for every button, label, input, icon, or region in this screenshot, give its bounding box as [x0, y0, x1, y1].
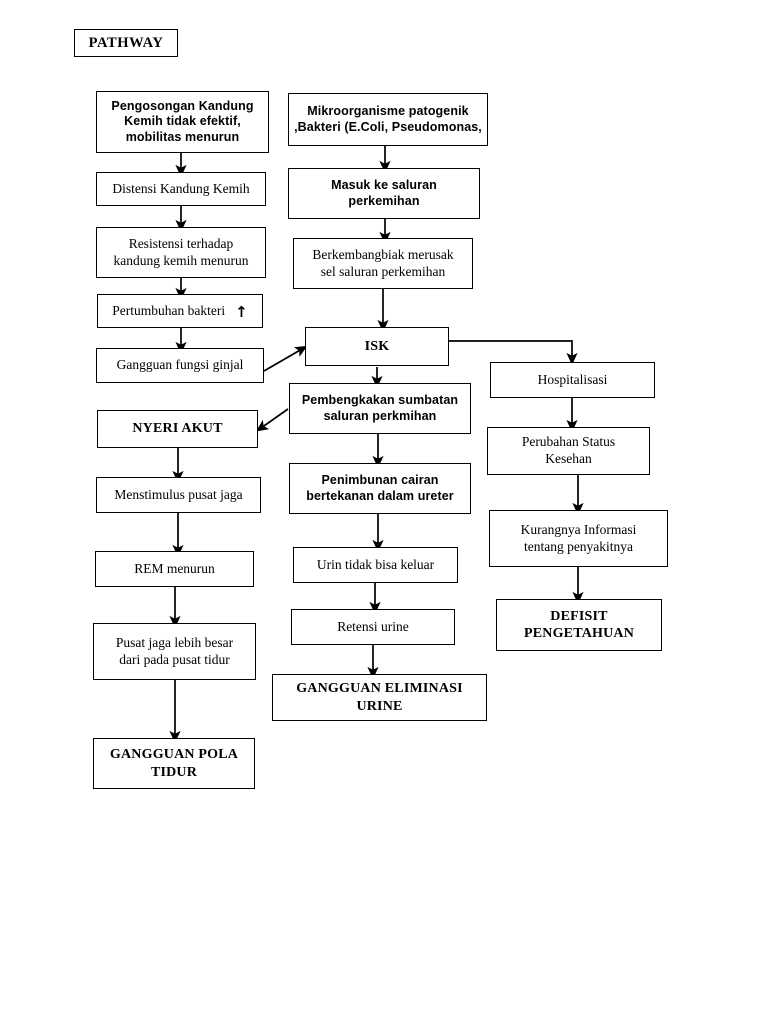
node-nyeri-akut-label: NYERI AKUT: [132, 421, 223, 437]
node-urin-tidak-keluar-label: Urin tidak bisa keluar: [316, 556, 435, 572]
node-pusat-jaga-lebih-besar: Pusat jaga lebih besar dari pada pusat t…: [93, 623, 256, 680]
node-pengosongan-kandung-kemih: Pengosongan Kandung Kemih tidak efektif,…: [96, 91, 269, 153]
node-hospitalisasi: Hospitalisasi: [490, 362, 655, 398]
node-gangguan-eliminasi-label: GANGGUAN ELIMINASI URINE: [296, 681, 463, 714]
page-title: PATHWAY: [74, 29, 178, 57]
node-gangguan-pola-tidur: GANGGUAN POLA TIDUR: [93, 738, 255, 789]
node-menstimulus-pusat-jaga: Menstimulus pusat jaga: [96, 477, 261, 513]
node-nyeri-akut: NYERI AKUT: [97, 410, 258, 448]
node-pembengkakan-label: Pembengkakan sumbatan saluran perkmihan: [301, 392, 459, 423]
node-kurangnya-informasi: Kurangnya Informasi tentang penyakitnya: [489, 510, 668, 567]
node-urin-tidak-bisa-keluar: Urin tidak bisa keluar: [293, 547, 458, 583]
node-berkembangbiak-label: Berkembangbiak merusak sel saluran perke…: [312, 246, 454, 279]
node-rem-menurun: REM menurun: [95, 551, 254, 587]
edge-pembengkakan-nyeri: [255, 408, 289, 432]
node-kurangnya-informasi-label: Kurangnya Informasi tentang penyakitnya: [520, 521, 637, 554]
node-retensi-urine: Retensi urine: [291, 609, 455, 645]
node-perubahan-status-label: Perubahan Status Kesehan: [521, 434, 616, 466]
node-penimbunan-label: Penimbunan cairan bertekanan dalam urete…: [306, 472, 454, 503]
node-pertumbuhan-bakteri: Pertumbuhan bakteri ↑: [97, 294, 263, 328]
node-resistensi-kandung-kemih: Resistensi terhadap kandung kemih menuru…: [96, 227, 266, 278]
edge-isk-hospitalisasi: [449, 340, 578, 366]
node-defisit-pengetahuan: DEFISIT PENGETAHUAN: [496, 599, 662, 651]
node-retensi-urine-label: Retensi urine: [337, 618, 409, 634]
node-distensi-label: Distensi Kandung Kemih: [112, 180, 250, 196]
node-isk-label: ISK: [364, 338, 390, 354]
node-gangguan-pola-tidur-label: GANGGUAN POLA TIDUR: [109, 747, 239, 780]
node-masuk-saluran-label: Masuk ke saluran perkemihan: [331, 177, 437, 208]
node-distensi-kandung-kemih: Distensi Kandung Kemih: [96, 172, 266, 206]
node-pengosongan-label: Pengosongan Kandung Kemih tidak efektif,…: [111, 98, 254, 144]
node-gangguan-ginjal-label: Gangguan fungsi ginjal: [116, 357, 244, 373]
node-isk: ISK: [305, 327, 449, 366]
node-rem-menurun-label: REM menurun: [134, 560, 215, 576]
node-pusat-jaga-label: Pusat jaga lebih besar dari pada pusat t…: [115, 634, 234, 667]
edge-ginjal-isk: [263, 345, 308, 372]
node-pembengkakan-sumbatan: Pembengkakan sumbatan saluran perkmihan: [289, 383, 471, 434]
arrow-up-icon: ↑: [235, 302, 248, 321]
node-pertumbuhan-label: Pertumbuhan bakteri: [112, 302, 226, 318]
node-resistensi-label: Resistensi terhadap kandung kemih menuru…: [113, 235, 249, 268]
node-mikroorganisme-patogenik: Mikroorganisme patogenik ,Bakteri (E.Col…: [288, 93, 488, 146]
node-menstimulus-label: Menstimulus pusat jaga: [114, 486, 243, 502]
node-penimbunan-cairan: Penimbunan cairan bertekanan dalam urete…: [289, 463, 471, 514]
node-perubahan-status-kesehan: Perubahan Status Kesehan: [487, 427, 650, 475]
node-berkembangbiak-merusak-sel: Berkembangbiak merusak sel saluran perke…: [293, 238, 473, 289]
node-gangguan-fungsi-ginjal: Gangguan fungsi ginjal: [96, 348, 264, 383]
node-gangguan-eliminasi-urine: GANGGUAN ELIMINASI URINE: [272, 674, 487, 721]
node-hospitalisasi-label: Hospitalisasi: [537, 371, 608, 387]
node-masuk-ke-saluran-perkemihan: Masuk ke saluran perkemihan: [288, 168, 480, 219]
node-mikroorganisme-label: Mikroorganisme patogenik ,Bakteri (E.Col…: [294, 103, 482, 134]
node-defisit-pengetahuan-label: DEFISIT PENGETAHUAN: [523, 608, 635, 642]
